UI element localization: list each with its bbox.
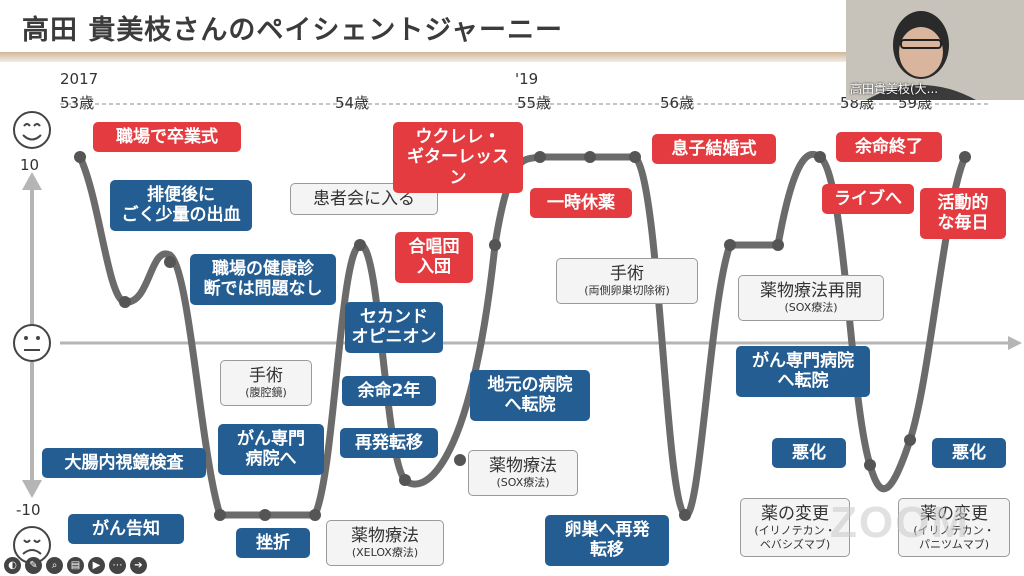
label-yomei-2nen: 余命2年	[342, 376, 436, 407]
label-text: 悪化	[792, 443, 826, 463]
label-ransou-saihatsu: 卵巣へ再発 転移	[545, 515, 669, 566]
label-kusuri-henko-1: 薬の変更(イリノテカン・ ベバシズマブ)	[740, 498, 850, 557]
label-daichou: 大腸内視鏡検査	[42, 448, 206, 479]
label-text: 地元の病院 へ転院	[487, 375, 573, 416]
video-icon[interactable]: ▶	[88, 556, 105, 574]
label-text: 手術	[249, 366, 283, 386]
label-subtext: (SOX療法)	[784, 301, 838, 315]
label-text: 薬物療法	[489, 456, 557, 476]
edit-icon[interactable]: ✎	[25, 556, 42, 574]
label-subtext: (XELOX療法)	[351, 546, 419, 560]
arrow-icon[interactable]: ➔	[130, 556, 147, 574]
y-axis-up-arrow	[22, 172, 42, 190]
label-yakubutsu-sox: 薬物療法(SOX療法)	[468, 450, 578, 496]
label-text: 卵巣へ再発 転移	[564, 520, 650, 561]
y-axis-down-arrow	[22, 480, 42, 498]
label-text: 薬物療法再開	[760, 281, 862, 301]
label-saikai: 薬物療法再開(SOX療法)	[738, 275, 884, 321]
participant-name: 高田貴美枝(大...	[850, 82, 939, 96]
label-akka-1: 悪化	[772, 438, 846, 469]
label-subtext: (イリノテカン・ パニツムマブ)	[913, 524, 995, 551]
label-subtext: (SOX療法)	[496, 476, 550, 490]
y-label-top: 10	[20, 156, 39, 174]
label-text: がん専門病院 へ転院	[752, 351, 854, 392]
caption-icon[interactable]: ▤	[67, 556, 84, 574]
cc-icon[interactable]: ◐	[4, 556, 21, 574]
label-ichiji-kyuyaku: 一時休薬	[530, 188, 632, 219]
label-kenko-shindan: 職場の健康診 断では問題なし	[190, 254, 336, 305]
label-gasshoudan: 合唱団 入団	[395, 232, 473, 283]
label-text: 職場の健康診 断では問題なし	[203, 259, 323, 300]
label-text: 余命2年	[357, 381, 421, 401]
label-gan-tenin: がん専門病院 へ転院	[736, 346, 870, 397]
label-ukulele: ウクレレ・ ギターレッスン	[393, 122, 523, 194]
label-text: セカンド オピニオン	[351, 307, 437, 348]
label-shujutsu-ransou: 手術(両側卵巣切除術)	[556, 258, 698, 304]
page-title: 高田 貴美枝さんのペイシェントジャーニー	[22, 15, 564, 46]
year-2017: 2017	[60, 70, 98, 88]
label-text: がん専門 病院へ	[237, 429, 305, 470]
webcam-tile[interactable]	[846, 0, 1024, 100]
bottom-toolbar: ◐ ✎ ⌕ ▤ ▶ ⋯ ➔	[0, 554, 164, 576]
label-text: 排便後に ごく少量の出血	[121, 185, 241, 226]
label-text: がん告知	[92, 519, 160, 539]
label-text: 一時休薬	[547, 193, 615, 213]
label-subtext: (両側卵巣切除術)	[584, 284, 670, 298]
neutral-face-icon	[13, 324, 51, 362]
label-yakubutsu-xelox: 薬物療法(XELOX療法)	[326, 520, 444, 566]
label-text: 薬の変更	[920, 504, 988, 524]
label-jimoto: 地元の病院 へ転院	[470, 370, 590, 421]
label-zasetsu: 挫折	[236, 528, 310, 559]
age-54: 54歳	[335, 94, 369, 112]
label-yomei-shuryo: 余命終了	[836, 132, 942, 163]
label-shokuba-sotsugyo: 職場で卒業式	[93, 122, 241, 153]
label-kusuri-henko-2: 薬の変更(イリノテカン・ パニツムマブ)	[898, 498, 1010, 557]
label-katsudouteki: 活動的 な毎日	[920, 188, 1006, 239]
label-text: 悪化	[952, 443, 986, 463]
label-text: 大腸内視鏡検査	[64, 453, 184, 473]
label-akka-2: 悪化	[932, 438, 1006, 469]
label-text: 薬の変更	[761, 504, 829, 524]
y-label-bottom: -10	[16, 501, 41, 519]
happy-face-icon	[13, 111, 51, 149]
label-text: ライブへ	[834, 189, 902, 209]
label-gan-kokuchi: がん告知	[68, 514, 184, 545]
participant-avatar	[846, 0, 1024, 100]
age-56: 56歳	[660, 94, 694, 112]
label-gan-senmon: がん専門 病院へ	[218, 424, 324, 475]
baseline-arrow	[1008, 336, 1022, 350]
search-icon[interactable]: ⌕	[46, 556, 63, 574]
label-text: 合唱団 入団	[408, 237, 460, 278]
label-subtext: (腹腔鏡)	[245, 386, 287, 400]
year-19: '19	[515, 70, 538, 88]
label-live: ライブへ	[822, 184, 914, 215]
zoom-watermark: ZOOM	[830, 498, 970, 547]
label-musuko: 息子結婚式	[652, 134, 776, 165]
more-icon[interactable]: ⋯	[109, 556, 126, 574]
label-haiben: 排便後に ごく少量の出血	[110, 180, 252, 231]
label-text: 余命終了	[855, 137, 923, 157]
label-text: 挫折	[256, 533, 290, 553]
title-divider	[0, 52, 1024, 62]
label-shujutsu-fukukyo: 手術(腹腔鏡)	[220, 360, 312, 406]
label-text: 薬物療法	[351, 526, 419, 546]
age-53: 53歳	[60, 94, 94, 112]
label-second-opinion: セカンド オピニオン	[345, 302, 443, 353]
journey-points	[74, 151, 971, 521]
age-55: 55歳	[517, 94, 551, 112]
label-text: 再発転移	[355, 433, 423, 453]
label-text: 手術	[610, 264, 644, 284]
label-text: 活動的 な毎日	[937, 193, 989, 234]
label-saihatsu: 再発転移	[340, 428, 438, 459]
label-text: 患者会に入る	[313, 189, 415, 209]
label-subtext: (イリノテカン・ ベバシズマブ)	[754, 524, 836, 551]
label-text: 息子結婚式	[671, 139, 757, 159]
label-text: ウクレレ・ ギターレッスン	[407, 127, 509, 188]
label-text: 職場で卒業式	[116, 127, 218, 147]
